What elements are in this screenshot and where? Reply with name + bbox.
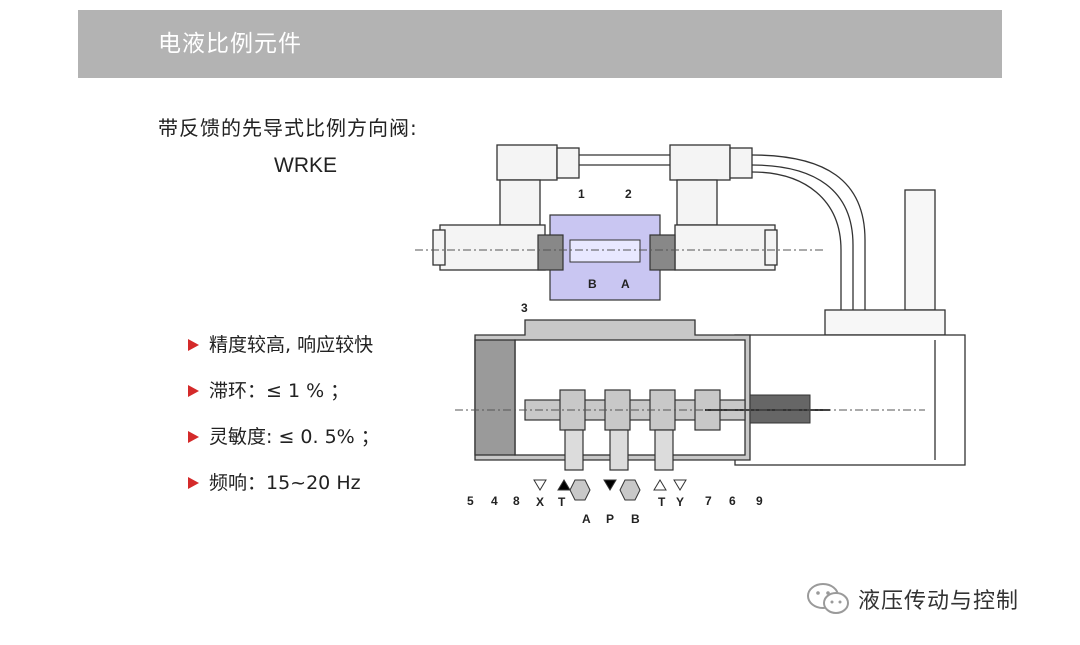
port-symbols [533,479,687,501]
part-label: 3 [521,301,528,315]
feature-list: 精度较高, 响应较快 滞环：≤ 1 % ； 灵敏度: ≤ 0. 5% ； 频响：… [188,322,380,506]
right-solenoid [669,144,778,271]
feature-item: 滞环：≤ 1 % ； [188,368,380,414]
model-name: WRKE [274,154,337,177]
port-label: T [558,495,566,509]
part-label: 6 [729,494,736,508]
electronics-housing [734,189,966,466]
bullet-icon [188,385,199,397]
part-label: 7 [705,494,712,508]
bullet-icon [188,431,199,443]
wechat-icon [807,583,849,614]
port-label: A [582,512,591,526]
feature-item: 精度较高, 响应较快 [188,322,380,368]
pilot-port-label: B [588,277,597,291]
feature-item: 频响：15~20 Hz [188,460,380,506]
header-bar: 电液比例元件 [78,10,1002,78]
valve-diagram: 1 2 3 5 4 8 7 6 9 X T A P B T Y B A [405,140,975,645]
port-label: X [536,495,544,509]
page-title: 电液比例元件 [158,31,302,57]
part-label: 4 [491,494,498,508]
part-label: 1 [578,187,585,201]
watermark: 液压传动与控制 [806,582,1019,616]
cables [579,154,866,310]
feature-item: 灵敏度: ≤ 0. 5% ； [188,414,380,460]
left-solenoid [432,144,580,271]
part-label: 2 [625,187,632,201]
port-label: T [658,495,666,509]
part-label: 8 [513,494,520,508]
part-label: 5 [467,494,474,508]
part-label: 9 [756,494,763,508]
bullet-icon [188,339,199,351]
port-label: P [606,512,614,526]
port-label: Y [676,495,684,509]
port-label: B [631,512,640,526]
subtitle: 带反馈的先导式比例方向阀: [158,116,418,140]
watermark-text: 液压传动与控制 [858,589,1020,614]
bullet-icon [188,477,199,489]
pilot-port-label: A [621,277,630,291]
